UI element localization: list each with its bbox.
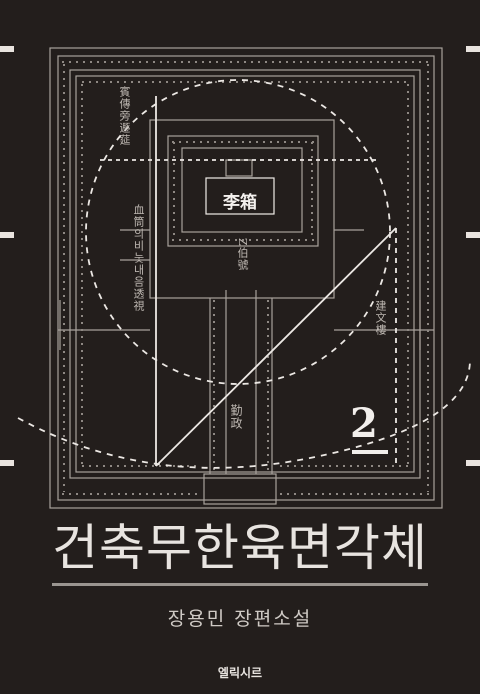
gate-building [203,473,277,505]
edge-mark [466,46,480,52]
inner-courtyard [149,119,335,299]
publisher-logo: 엘릭시르 [217,666,263,680]
plan-annotation: 血筒의비눗내음透視 [132,204,145,312]
outer-wall [49,47,443,509]
title-rule [52,583,428,586]
outer-wall-inner [57,55,435,501]
edge-mark [466,460,480,466]
throne-hall-outer [167,135,319,247]
plan-annotation: 勤政 [229,404,243,430]
second-wall-inner [75,75,415,473]
edge-mark [0,460,14,466]
volume-number: 2 [350,400,378,447]
edge-mark [466,232,480,238]
construction-arc [17,359,471,469]
center-label: 李箱 [223,193,257,213]
edge-mark [0,232,14,238]
diagonal-line [155,227,397,467]
edge-mark [0,46,14,52]
throne-hall [181,147,303,233]
volume-underline [352,450,388,454]
plan-annotation: 賓傳旁遯莚 [118,86,131,146]
book-title: 건축무한육면각체 [52,519,428,577]
throne-center [225,159,253,177]
plan-annotation: Z伯號 [236,238,249,271]
book-subtitle: 장용민 장편소설 [167,608,313,630]
plan-annotation: 建文樓 [374,300,387,336]
construction-circle [85,79,391,385]
center-label-box [205,177,275,215]
second-wall [69,69,421,479]
